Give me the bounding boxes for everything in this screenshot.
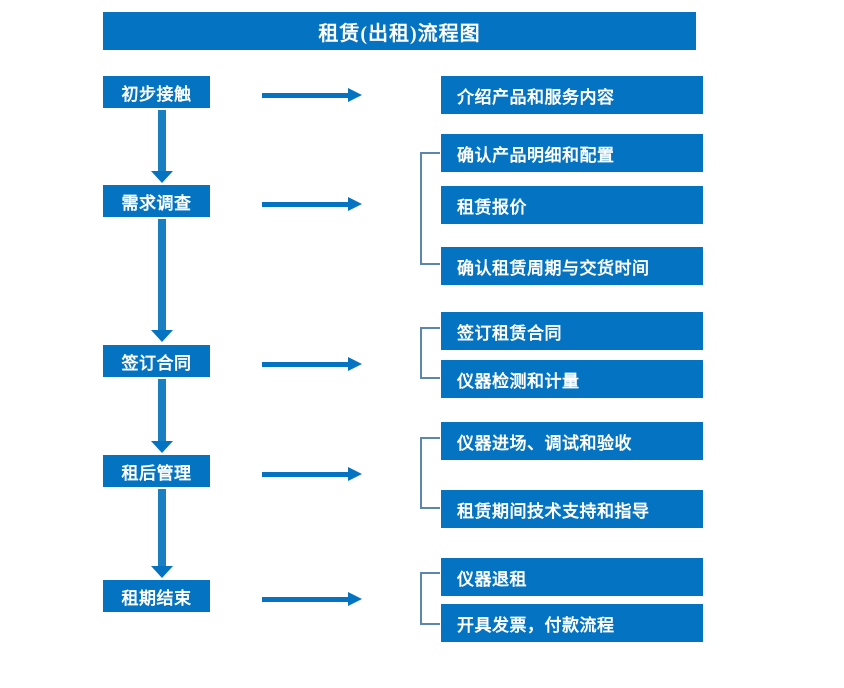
detail-box-10: 开具发票，付款流程 — [441, 604, 703, 642]
detail-box-7: 仪器进场、调试和验收 — [441, 422, 703, 460]
arrow-stage-3-to-stage-4 — [151, 379, 173, 453]
arrow-head-icon — [348, 357, 362, 371]
arrow-shaft — [262, 597, 350, 602]
arrow-head-icon — [151, 330, 173, 342]
arrow-head-icon — [348, 592, 362, 606]
bracket-termination-group — [420, 572, 440, 625]
arrow-shaft — [158, 110, 166, 172]
arrow-stage-2-to-details — [262, 197, 362, 211]
detail-box-5: 签订租赁合同 — [441, 312, 703, 350]
arrow-head-icon — [151, 171, 173, 183]
detail-box-1: 介绍产品和服务内容 — [441, 76, 703, 114]
arrow-shaft — [262, 362, 350, 367]
detail-box-3: 租赁报价 — [441, 186, 703, 224]
arrow-shaft — [158, 219, 166, 331]
arrow-shaft — [262, 202, 350, 207]
arrow-stage-4-to-details — [262, 467, 362, 481]
detail-box-9: 仪器退租 — [441, 558, 703, 596]
bracket-contract-group — [420, 327, 440, 379]
page-title: 租赁(出租)流程图 — [103, 12, 696, 50]
stage-box-5: 租期结束 — [103, 580, 210, 612]
arrow-shaft — [158, 379, 166, 442]
arrow-head-icon — [348, 467, 362, 481]
bracket-requirement-group — [420, 152, 440, 265]
arrow-stage-1-to-details — [262, 88, 362, 102]
bracket-post-rental-group — [420, 437, 440, 509]
arrow-head-icon — [151, 441, 173, 453]
detail-box-4: 确认租赁周期与交货时间 — [441, 247, 703, 285]
arrow-stage-2-to-stage-3 — [151, 219, 173, 342]
arrow-head-icon — [348, 197, 362, 211]
stage-box-4: 租后管理 — [103, 455, 210, 487]
stage-box-3: 签订合同 — [103, 345, 210, 377]
arrow-stage-5-to-details — [262, 592, 362, 606]
arrow-head-icon — [348, 88, 362, 102]
arrow-shaft — [158, 489, 166, 567]
arrow-shaft — [262, 472, 350, 477]
stage-box-2: 需求调查 — [103, 185, 210, 217]
detail-box-8: 租赁期间技术支持和指导 — [441, 490, 703, 528]
arrow-stage-4-to-stage-5 — [151, 489, 173, 578]
stage-box-1: 初步接触 — [103, 76, 210, 108]
arrow-shaft — [262, 93, 350, 98]
arrow-stage-1-to-stage-2 — [151, 110, 173, 183]
detail-box-2: 确认产品明细和配置 — [441, 134, 703, 172]
detail-box-6: 仪器检测和计量 — [441, 360, 703, 398]
arrow-head-icon — [151, 566, 173, 578]
arrow-stage-3-to-details — [262, 357, 362, 371]
